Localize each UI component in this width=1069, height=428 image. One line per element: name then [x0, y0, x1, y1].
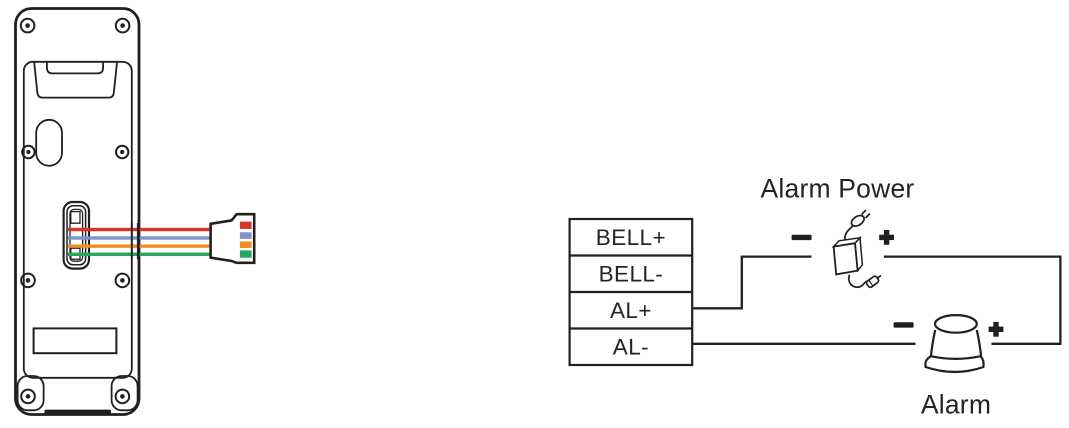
- connector-pins: [239, 221, 252, 258]
- bottom-edge-bar: [44, 409, 111, 415]
- wire-alplus-to-power-minus: [692, 255, 812, 310]
- oval-cable-hole: [35, 118, 63, 167]
- screw-icon: [20, 272, 36, 289]
- screw-icon: [20, 388, 36, 405]
- device-rear-panel: [14, 7, 141, 416]
- terminal-label-bell-plus: BELL+: [596, 225, 666, 250]
- wire-power-plus-to-alarm-plus: [883, 255, 1062, 345]
- plus-icon: [879, 230, 894, 245]
- screws: [19, 17, 131, 405]
- bracket-notch: [46, 62, 104, 75]
- bottom-cutout-left: [16, 375, 45, 412]
- siren-icon: [924, 314, 985, 374]
- pin-orange: [239, 241, 252, 248]
- alarm-siren: [893, 314, 1004, 374]
- terminal-block: [568, 217, 694, 367]
- diagram-labels: Alarm Power Alarm BELL+ BELL- AL+ AL-: [596, 174, 991, 420]
- bottom-recess: [32, 327, 118, 355]
- plus-icon: [988, 321, 1004, 337]
- alarm-label: Alarm: [921, 390, 991, 420]
- alarm-power-title: Alarm Power: [761, 174, 915, 204]
- power-adapter-icon: [831, 209, 882, 289]
- terminal-label-al-minus: AL-: [613, 334, 649, 359]
- wiring-slot: [62, 200, 91, 270]
- alarm-power-adapter: [791, 209, 894, 289]
- screw-icon: [114, 272, 131, 289]
- bracket-outline: [33, 62, 118, 99]
- screw-icon: [115, 144, 130, 160]
- minus-icon: [893, 322, 914, 328]
- pin-red: [239, 221, 252, 229]
- screw-icon: [114, 17, 131, 34]
- minus-icon: [791, 234, 812, 241]
- diagram-lineart: [14, 7, 1062, 416]
- terminal-label-al-plus: AL+: [610, 298, 652, 323]
- screw-icon: [21, 144, 36, 160]
- pin-green: [239, 250, 252, 258]
- pin-blue: [239, 232, 252, 239]
- harness-connector: [209, 212, 256, 265]
- terminal-label-bell-minus: BELL-: [599, 262, 664, 287]
- bottom-cutout-right: [110, 375, 139, 412]
- screw-icon: [19, 17, 36, 34]
- screw-icon: [114, 388, 131, 405]
